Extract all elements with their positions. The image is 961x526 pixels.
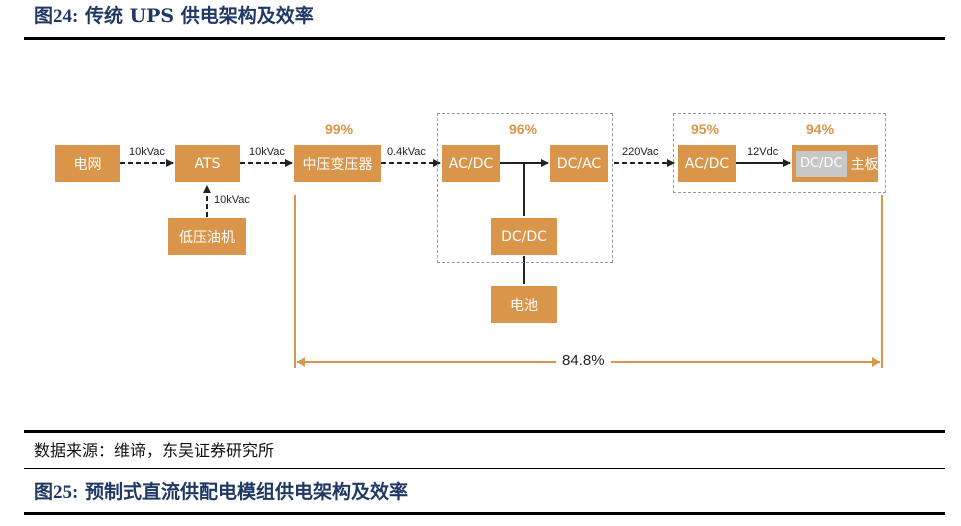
- node-battery: 电池: [491, 286, 557, 323]
- node-board-label: 主板: [850, 156, 879, 173]
- ups-group: [437, 113, 613, 263]
- source-top-rule: [24, 430, 945, 433]
- server-group: [673, 113, 886, 193]
- next-figure-prefix: 图: [34, 481, 54, 503]
- source-bottom-rule: [24, 468, 945, 469]
- title-rule: [24, 37, 945, 40]
- figure-number: 24:: [53, 6, 79, 27]
- next-figure-number: 25:: [53, 482, 79, 503]
- source-text: 数据来源：维谛，东吴证券研究所: [34, 441, 275, 460]
- figure-prefix: 图: [34, 5, 54, 27]
- node-acdc-ups: AC/DC: [442, 145, 500, 182]
- label-ats-transformer: 10kVac: [249, 146, 285, 158]
- node-transformer: 中压变压器: [294, 145, 381, 182]
- node-dcac: DC/AC: [550, 145, 608, 182]
- bracket-arrow-left: [297, 357, 305, 367]
- efficiency-ups: 96%: [509, 121, 538, 137]
- node-acdc-server: AC/DC: [678, 145, 736, 182]
- node-generator: 低压油机: [168, 218, 246, 255]
- node-mainboard: DC/DC 主板: [792, 145, 879, 182]
- next-figure-title: 图25: 预制式直流供配电模组供电架构及效率: [34, 478, 408, 506]
- label-acdc-dcdc: 12Vdc: [747, 146, 779, 158]
- label-ups-server: 220Vac: [622, 146, 659, 158]
- label-transformer-ups: 0.4kVac: [387, 146, 426, 158]
- label-generator-ats: 10kVac: [214, 194, 250, 206]
- efficiency-transformer: 99%: [325, 121, 354, 137]
- node-ats: ATS: [175, 145, 240, 182]
- node-grid: 电网: [55, 145, 120, 182]
- figure-title-text: 传统 UPS 供电架构及效率: [78, 5, 314, 27]
- total-efficiency: 84.8%: [556, 352, 611, 369]
- node-dcdc-server: DC/DC: [796, 150, 847, 177]
- node-dcdc-ups: DC/DC: [491, 218, 557, 255]
- efficiency-dcdc: 94%: [806, 121, 835, 137]
- next-figure-title-text: 预制式直流供配电模组供电架构及效率: [78, 481, 408, 503]
- figure-title: 图24: 传统 UPS 供电架构及效率: [34, 2, 314, 30]
- next-title-rule: [24, 512, 945, 515]
- label-grid-ats: 10kVac: [129, 146, 165, 158]
- efficiency-acdc: 95%: [691, 121, 720, 137]
